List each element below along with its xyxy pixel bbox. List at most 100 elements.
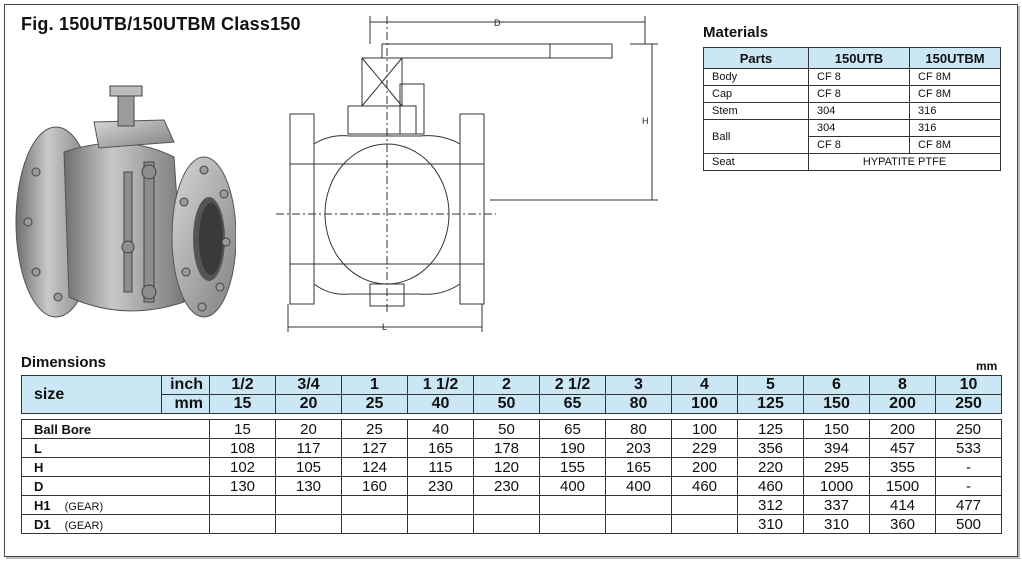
dimension-value: 50 [473,419,540,439]
part-name: Stem [703,102,809,120]
size-mm-cell: 200 [869,394,936,414]
mm-label: mm [161,394,210,414]
dimension-value: 310 [737,514,804,534]
size-inch-cell: 4 [671,375,738,395]
part-name: Seat [703,153,809,171]
dimension-value: 200 [671,457,738,477]
part-utb: 304 [808,102,910,120]
dimension-row-label: L [21,438,210,458]
dimension-value: 117 [275,438,342,458]
dimension-value: 1500 [869,476,936,496]
dimension-value [539,495,606,515]
size-mm-cell: 15 [209,394,276,414]
dimension-value: 203 [605,438,672,458]
dimension-value: 360 [869,514,936,534]
dimension-value: 356 [737,438,804,458]
dim-label-l: L [382,322,387,332]
size-mm-cell: 25 [341,394,408,414]
dimension-value: 250 [935,419,1002,439]
dimension-value: 100 [671,419,738,439]
dimensions-title: Dimensions [21,354,107,371]
size-inch-cell: 2 [473,375,540,395]
dimension-row-label: H1(GEAR) [21,495,210,515]
dimension-row-label: Ball Bore [21,419,210,439]
size-inch-cell: 3 [605,375,672,395]
dimension-value: 460 [671,476,738,496]
materials-row-body: Body CF 8 CF 8M [703,68,1001,86]
size-mm-cell: 150 [803,394,870,414]
dimension-value [473,495,540,515]
dimension-value: 105 [275,457,342,477]
part-utb: CF 8 [808,68,910,86]
part-utbm: CF 8M [909,85,1001,103]
size-label: size [21,375,162,414]
materials-header-row: Parts 150UTB 150UTBM [703,47,1001,69]
dimension-value: 178 [473,438,540,458]
materials-table: Parts 150UTB 150UTBM Body CF 8 CF 8M Cap… [703,47,1001,171]
size-inch-cell: 8 [869,375,936,395]
size-mm-cell: 80 [605,394,672,414]
size-inch-cell: 6 [803,375,870,395]
materials-row-stem: Stem 304 316 [703,102,1001,120]
header-parts: Parts [703,47,809,69]
dimension-value: 355 [869,457,936,477]
part-utb: CF 8 [808,136,910,154]
materials-title: Materials [703,24,769,41]
figure-title: Fig. 150UTB/150UTBM Class150 [21,14,301,34]
size-mm-cell: 50 [473,394,540,414]
dimension-value: - [935,457,1002,477]
dimension-row-label: D1 (GEAR) [21,514,210,534]
dimension-value: 400 [539,476,606,496]
dimension-label-text: D [34,478,44,494]
dimension-label-text: L [34,440,42,456]
part-utb: 304 [808,119,910,137]
dimension-value: 108 [209,438,276,458]
dimension-value: 533 [935,438,1002,458]
dimension-value [275,495,342,515]
dimension-value: 310 [803,514,870,534]
dimension-value: 477 [935,495,1002,515]
dimension-value: 115 [407,457,474,477]
dimension-value [539,514,606,534]
size-inch-cell: 5 [737,375,804,395]
page-frame [4,4,1018,557]
dimension-value: 400 [605,476,672,496]
size-mm-cell: 65 [539,394,606,414]
dimension-value [605,495,672,515]
dimension-value: 457 [869,438,936,458]
valve-photo [15,85,236,318]
size-mm-cell: 250 [935,394,1002,414]
dimension-value: 155 [539,457,606,477]
size-inch-cell: 1 [341,375,408,395]
dimension-value [209,514,276,534]
dimension-value: 102 [209,457,276,477]
dimension-value: 160 [341,476,408,496]
size-mm-cell: 100 [671,394,738,414]
dimension-value: 190 [539,438,606,458]
part-utb: CF 8 [808,85,910,103]
size-inch-cell: 2 1/2 [539,375,606,395]
dimension-value: 165 [407,438,474,458]
size-mm-cell: 40 [407,394,474,414]
dimensions-unit: mm [976,359,998,373]
dimension-label-sub: (GEAR) [64,500,104,513]
dimension-value: 312 [737,495,804,515]
dimension-value: 229 [671,438,738,458]
dimension-value [209,495,276,515]
dimension-value: 1000 [803,476,870,496]
dimension-value: 460 [737,476,804,496]
dimension-value: 500 [935,514,1002,534]
dimension-label-sub: (GEAR) [64,519,104,532]
part-seat-material: HYPATITE PTFE [808,153,1001,171]
dimension-value: 220 [737,457,804,477]
dimension-value: 20 [275,419,342,439]
part-name: Cap [703,85,809,103]
header-150utbm: 150UTBM [909,47,1001,69]
dimension-label-text: D1 [34,516,51,532]
part-name: Ball [703,119,809,154]
dimension-label-text: Ball Bore [34,421,92,437]
